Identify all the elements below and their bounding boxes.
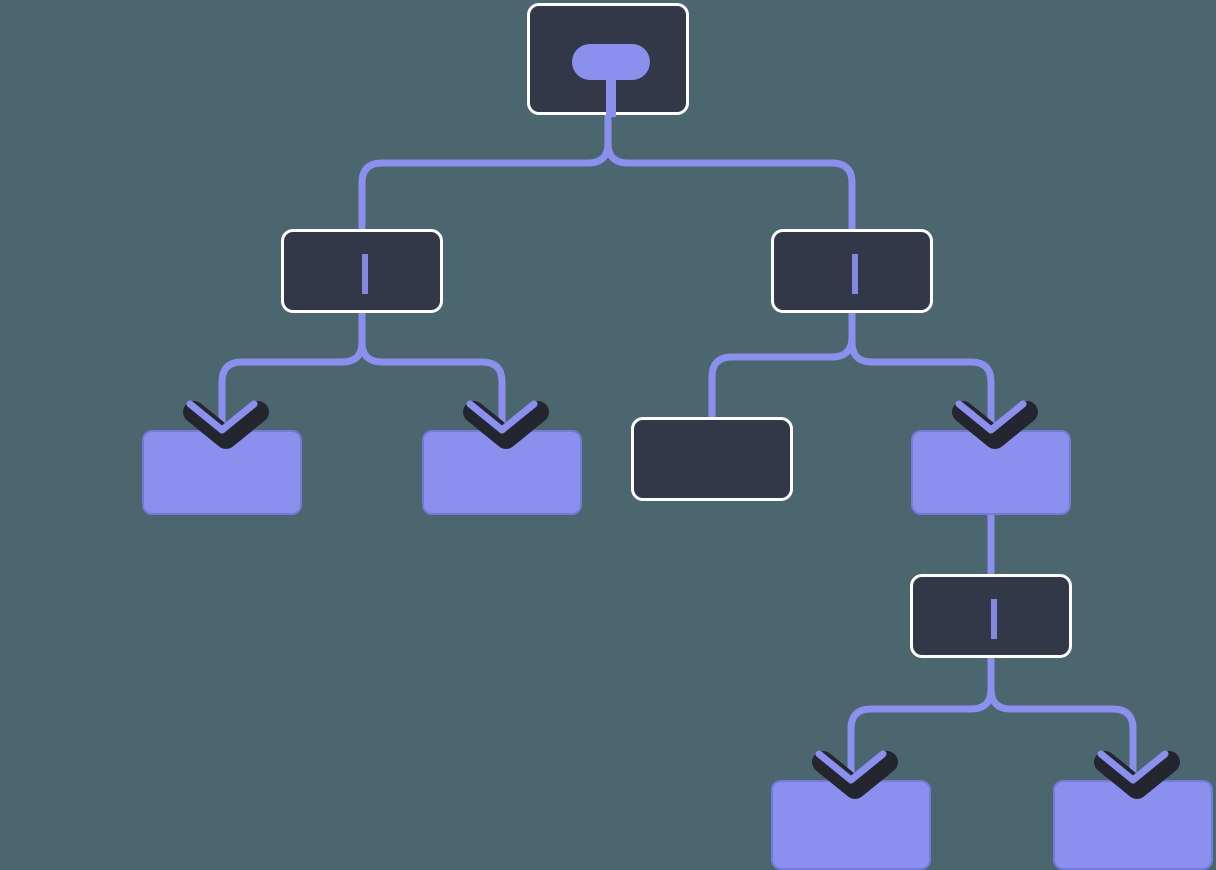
collapsed-children-pill[interactable] (572, 44, 650, 80)
node-n-l2a[interactable] (142, 430, 302, 515)
node-n-r2b[interactable] (911, 430, 1071, 515)
node-n-r4b[interactable] (1053, 780, 1213, 870)
node-n-l1[interactable] (281, 229, 443, 313)
node-root[interactable] (527, 3, 689, 117)
pill-stem (606, 75, 616, 117)
node-n-r1[interactable] (771, 229, 933, 313)
node-through-line (991, 599, 997, 639)
node-through-line (852, 254, 858, 294)
node-n-r3[interactable] (910, 574, 1072, 658)
node-n-l2b[interactable] (422, 430, 582, 515)
node-through-line (362, 254, 368, 294)
node-n-r4a[interactable] (771, 780, 931, 870)
node-n-r2a[interactable] (631, 417, 793, 501)
